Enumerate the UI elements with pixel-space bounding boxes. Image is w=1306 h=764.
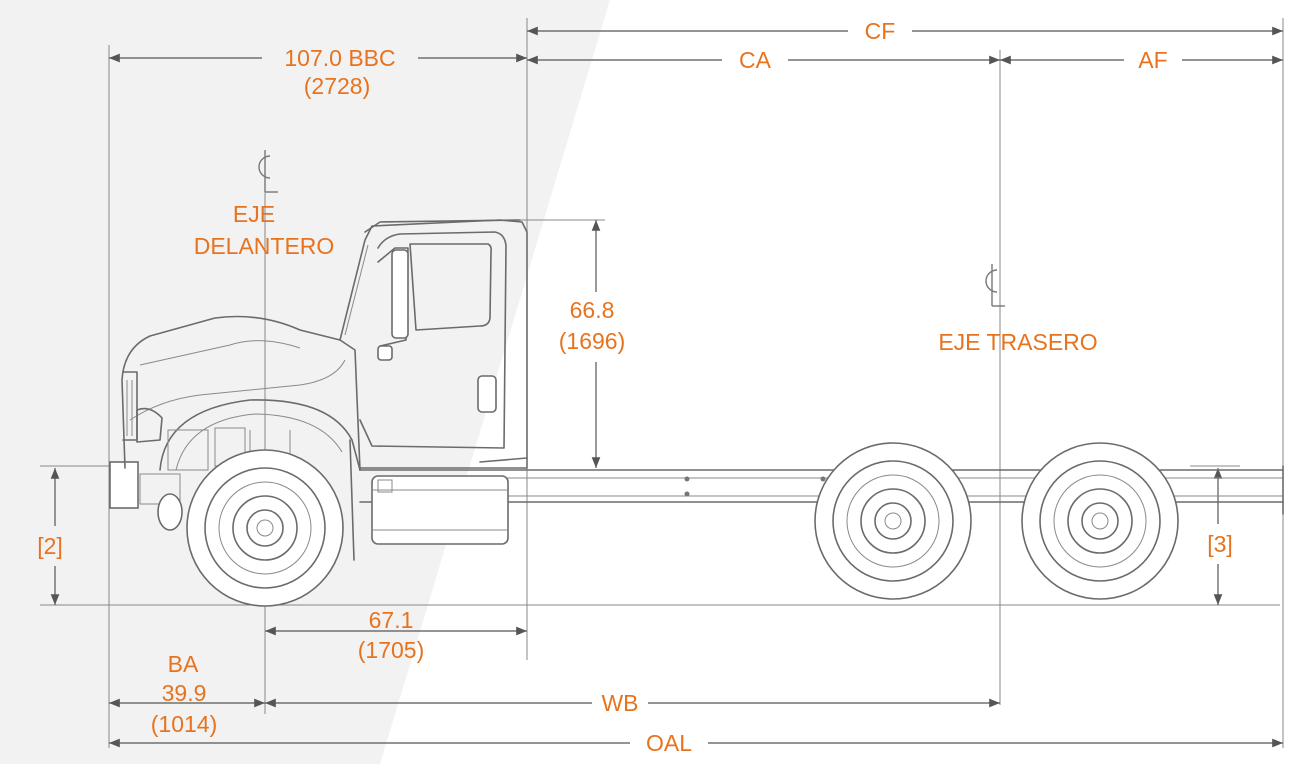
rear-frame-height-label: [3]: [1207, 531, 1233, 557]
dimension-labels: CF CA AF 107.0 BBC (2728) EJE DELANTERO …: [37, 18, 1233, 756]
front-axle-centerline-icon: [258, 150, 278, 193]
ba-value-label: 39.9: [162, 680, 207, 706]
cab-height-mm-label: (1696): [559, 328, 625, 354]
front-axle-label-line2: DELANTERO: [194, 233, 335, 259]
rear-axle-centerline-icon: [985, 264, 1005, 307]
ba-mm-label: (1014): [151, 711, 217, 737]
cf-label: CF: [865, 18, 896, 44]
rear-wheel-rearward: [1021, 442, 1179, 600]
oal-label: OAL: [646, 730, 692, 756]
wb-label: WB: [601, 690, 638, 716]
dimension-lines: [50, 26, 1283, 748]
axle-to-cab-mm-label: (1705): [358, 637, 424, 663]
cab-height-label: 66.8: [570, 297, 615, 323]
front-axle-label-line1: EJE: [233, 201, 275, 227]
bbc-mm-label: (2728): [304, 73, 370, 99]
extension-lines: [40, 18, 1284, 748]
front-wheel: [186, 449, 344, 607]
ba-label: BA: [168, 651, 199, 677]
bbc-label: 107.0 BBC: [284, 45, 395, 71]
af-label: AF: [1138, 47, 1167, 73]
rear-axle-label: EJE TRASERO: [938, 329, 1097, 355]
axle-to-cab-label: 67.1: [369, 607, 414, 633]
rear-wheel-forward: [814, 442, 972, 600]
truck-side-view: [109, 219, 1284, 607]
background-band: [0, 0, 610, 764]
front-frame-height-label: [2]: [37, 533, 63, 559]
ca-label: CA: [739, 47, 772, 73]
